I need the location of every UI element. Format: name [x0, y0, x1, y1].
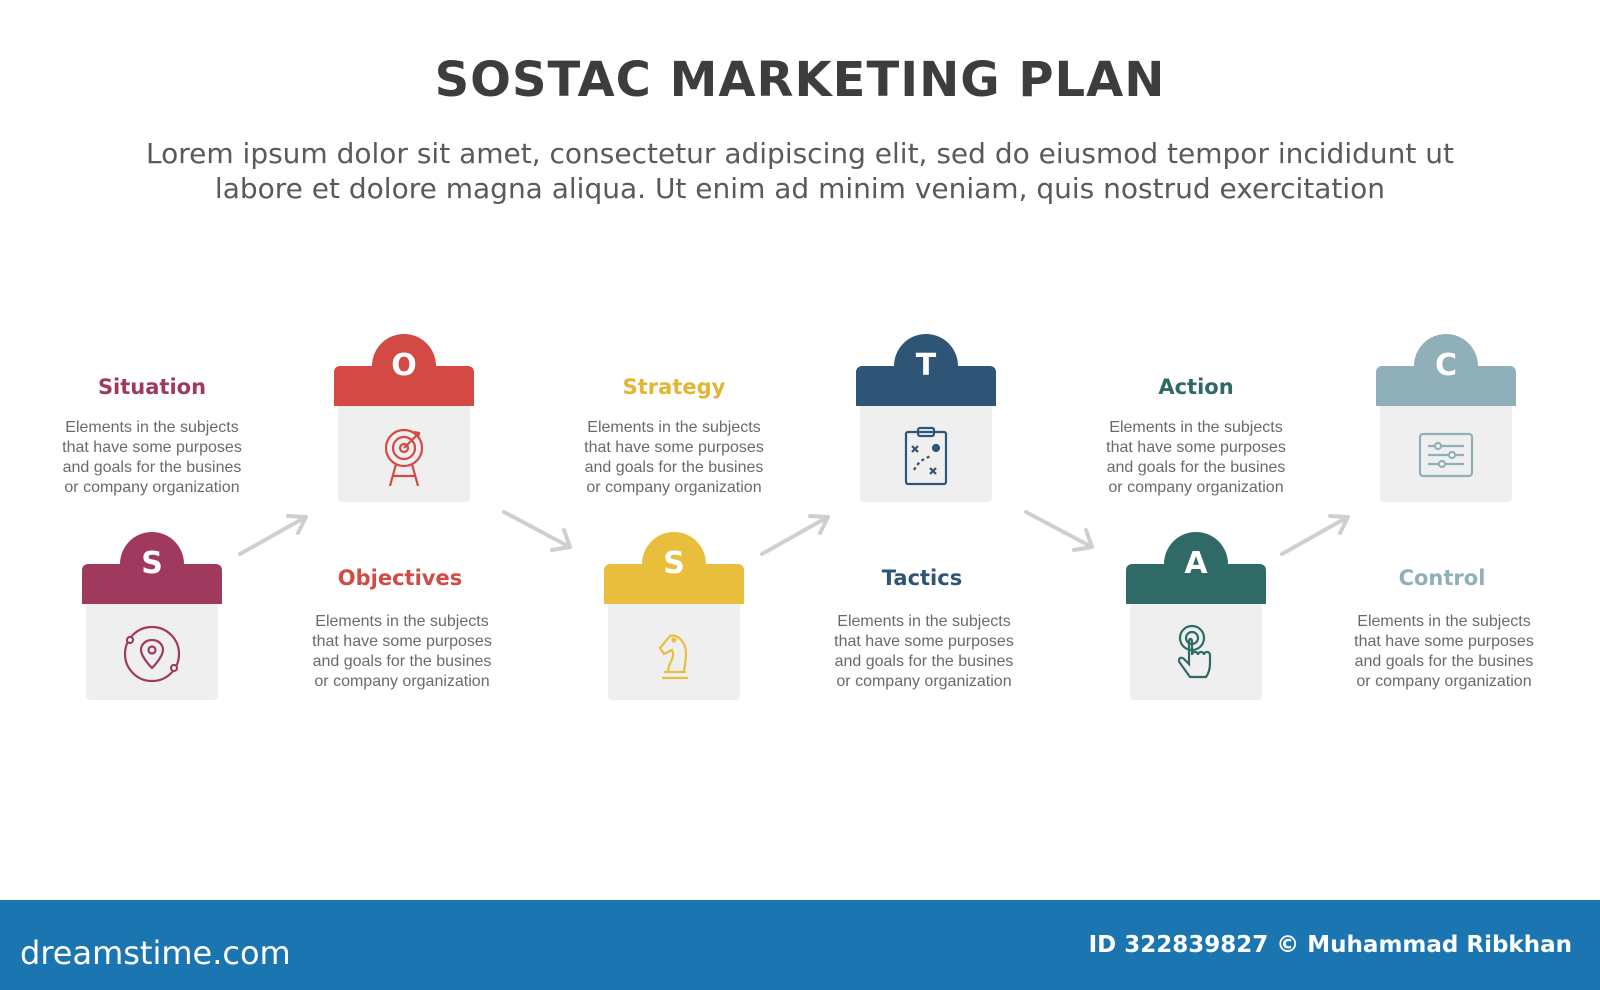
card-header-bar — [82, 564, 222, 604]
step-desc-action: Elements in the subjects that have some … — [1086, 418, 1306, 498]
desc-line: or company organization — [1108, 479, 1284, 496]
clipboard-tactics-icon — [892, 422, 960, 494]
card-body — [338, 406, 470, 502]
card-header-bar — [1126, 564, 1266, 604]
subtitle-line-1: Lorem ipsum dolor sit amet, consectetur … — [146, 137, 1454, 170]
step-letter: O — [391, 348, 417, 383]
subtitle-line-2: labore et dolore magna aliqua. Ut enim a… — [214, 172, 1386, 205]
arrow-up-right-icon — [238, 514, 308, 556]
desc-line: Elements in the subjects — [65, 419, 239, 436]
footer-bar — [0, 900, 1600, 990]
desc-line: Elements in the subjects — [837, 613, 1011, 630]
desc-line: or company organization — [64, 479, 240, 496]
chess-knight-icon — [640, 620, 708, 692]
arrow-down-right-icon — [502, 510, 572, 552]
step-desc-strategy: Elements in the subjects that have some … — [564, 418, 784, 498]
arrow-up-right-icon — [760, 514, 830, 556]
desc-line: or company organization — [586, 479, 762, 496]
hand-tap-icon — [1162, 620, 1230, 692]
sliders-control-icon — [1412, 422, 1480, 494]
arrow-down-right-icon — [1024, 510, 1094, 552]
step-card-action: A — [1126, 532, 1266, 704]
step-card-situation: S — [82, 532, 222, 704]
footer-credit: ID 322839827 © Muhammad Ribkhan — [1088, 932, 1572, 958]
desc-line: that have some purposes — [1106, 439, 1286, 456]
desc-line: that have some purposes — [312, 633, 492, 650]
desc-line: Elements in the subjects — [1109, 419, 1283, 436]
step-letter: S — [141, 546, 163, 581]
step-card-tactics: T — [856, 334, 996, 506]
desc-line: Elements in the subjects — [315, 613, 489, 630]
desc-line: or company organization — [836, 673, 1012, 690]
desc-line: Elements in the subjects — [587, 419, 761, 436]
card-header-bar — [856, 366, 996, 406]
desc-line: and goals for the busines — [834, 653, 1014, 670]
step-label-action: Action — [1158, 375, 1234, 399]
desc-line: that have some purposes — [584, 439, 764, 456]
step-card-control: C — [1376, 334, 1516, 506]
card-body — [608, 604, 740, 700]
step-label-situation: Situation — [97, 375, 207, 399]
desc-line: and goals for the busines — [1106, 459, 1286, 476]
step-desc-tactics: Elements in the subjects that have some … — [814, 612, 1034, 692]
step-desc-control: Elements in the subjects that have some … — [1334, 612, 1554, 692]
arrow-up-right-icon — [1280, 514, 1350, 556]
footer-brand-logo: dreamstime.com — [20, 934, 291, 972]
desc-line: that have some purposes — [62, 439, 242, 456]
desc-line: and goals for the busines — [584, 459, 764, 476]
desc-line: and goals for the busines — [1354, 653, 1534, 670]
card-body — [86, 604, 218, 700]
step-card-objectives: O — [334, 334, 474, 506]
step-letter: S — [663, 546, 685, 581]
step-letter: T — [915, 348, 937, 383]
step-desc-objectives: Elements in the subjects that have some … — [292, 612, 512, 692]
step-desc-situation: Elements in the subjects that have some … — [42, 418, 262, 498]
step-label-objectives: Objectives — [337, 566, 463, 590]
desc-line: or company organization — [314, 673, 490, 690]
step-label-tactics: Tactics — [881, 566, 963, 590]
card-header-bar — [334, 366, 474, 406]
location-pin-orbit-icon — [118, 620, 186, 692]
page-title: SOSTAC MARKETING PLAN — [434, 52, 1166, 108]
target-archery-icon — [370, 422, 438, 494]
desc-line: and goals for the busines — [312, 653, 492, 670]
step-letter: A — [1184, 546, 1208, 581]
desc-line: or company organization — [1356, 673, 1532, 690]
desc-line: that have some purposes — [834, 633, 1014, 650]
desc-line: that have some purposes — [1354, 633, 1534, 650]
page-subtitle: Lorem ipsum dolor sit amet, consectetur … — [100, 136, 1500, 206]
card-body — [860, 406, 992, 502]
step-letter: C — [1434, 348, 1458, 383]
card-header-bar — [1376, 366, 1516, 406]
step-label-strategy: Strategy — [622, 375, 726, 399]
desc-line: Elements in the subjects — [1357, 613, 1531, 630]
step-card-strategy: S — [604, 532, 744, 704]
card-header-bar — [604, 564, 744, 604]
step-label-control: Control — [1398, 566, 1486, 590]
desc-line: and goals for the busines — [62, 459, 242, 476]
